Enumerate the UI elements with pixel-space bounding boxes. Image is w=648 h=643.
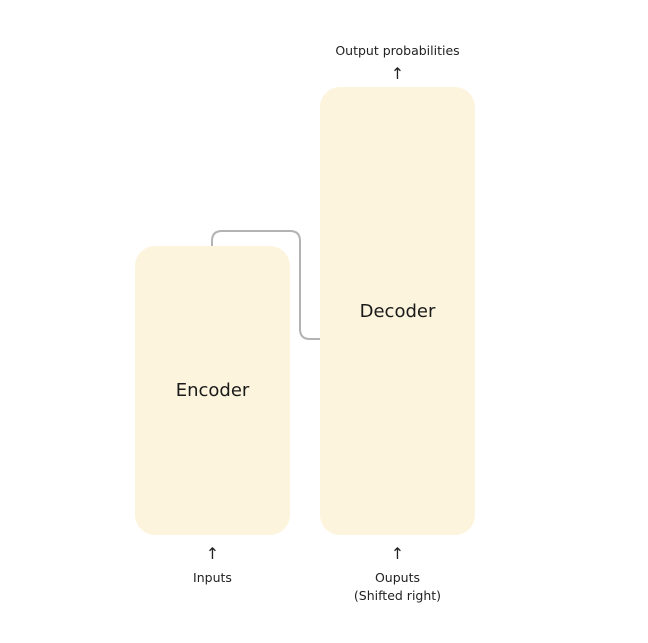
encoder-block: Encoder — [135, 246, 290, 535]
decoder-block: Decoder — [320, 87, 475, 535]
up-arrow-icon: ↑ — [390, 544, 405, 563]
inputs-label: Inputs — [193, 570, 232, 585]
decoder-label: Decoder — [359, 301, 436, 322]
outputs-label: Ouputs — [374, 570, 421, 585]
encoder-label: Encoder — [175, 380, 250, 401]
up-arrow-icon: ↑ — [390, 64, 405, 83]
output-probabilities-label: Output probabilities — [335, 43, 460, 58]
shifted-right-label: (Shifted right) — [353, 588, 442, 603]
up-arrow-icon: ↑ — [205, 544, 220, 563]
